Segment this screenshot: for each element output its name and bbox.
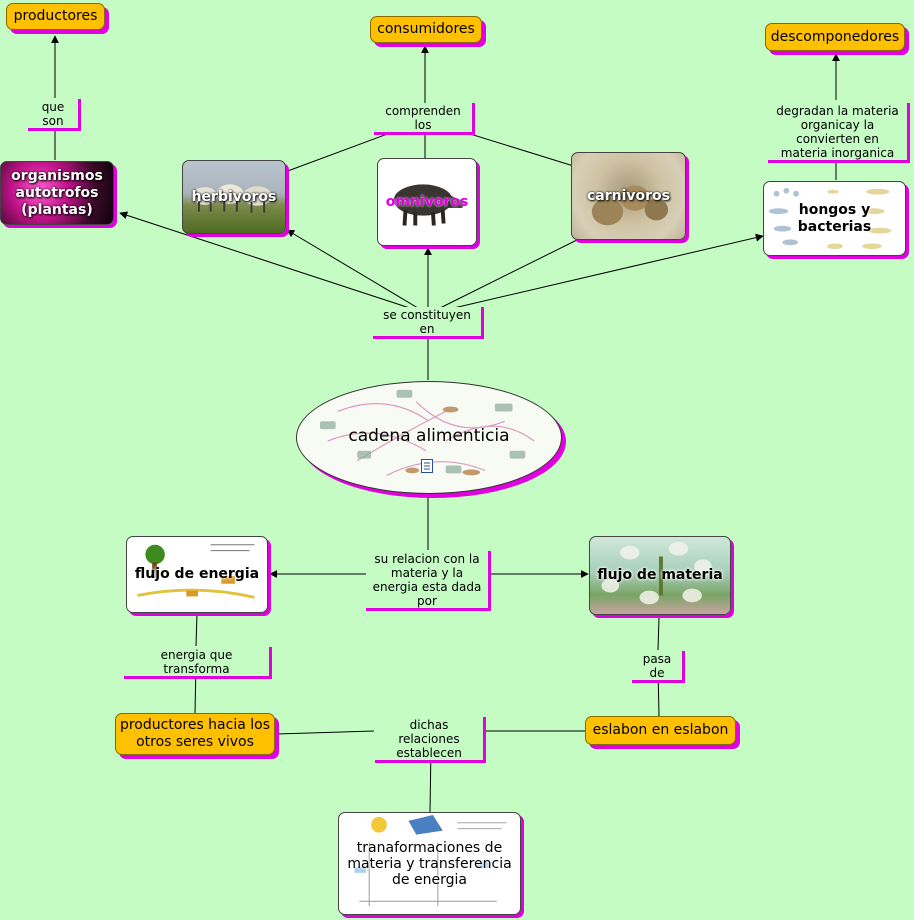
transformations-illustration bbox=[354, 814, 507, 907]
flujo-energia-label: flujo de energia bbox=[134, 566, 260, 582]
consumidores-node[interactable]: consumidores bbox=[370, 16, 482, 43]
food-web-illustration bbox=[319, 389, 535, 476]
central-title: cadena alimenticia bbox=[348, 426, 510, 446]
productores-hacia-node[interactable]: productores hacia los otros seres vivos bbox=[115, 713, 275, 755]
boar-image bbox=[393, 184, 467, 226]
flujo-de-materia-node[interactable]: flujo de materia bbox=[589, 536, 731, 615]
link-label-su-relacion: su relacion con la materia y la energia … bbox=[366, 551, 491, 611]
hongos-label: hongos y bacterias bbox=[797, 201, 872, 235]
matter-flow-illustration bbox=[601, 541, 712, 605]
link-label-dichas-relaciones: dichas relaciones establecen bbox=[375, 717, 486, 763]
energy-flow-illustration bbox=[137, 544, 255, 599]
herbivoros-label: herbivoros bbox=[191, 188, 277, 205]
link-label-pasa-de: pasa de bbox=[632, 651, 685, 683]
note-icon[interactable] bbox=[421, 459, 433, 473]
sheep-image bbox=[192, 184, 272, 213]
omnivoros-label: omnivoros bbox=[385, 193, 469, 210]
link-label-se-constituyen: se constituyen en bbox=[373, 307, 484, 339]
descomponedores-node[interactable]: descomponedores bbox=[765, 23, 905, 51]
transformaciones-label: tranaformaciones de materia y transferen… bbox=[347, 839, 512, 888]
cadena-alimenticia-node[interactable]: cadena alimenticia bbox=[296, 381, 562, 494]
lion-cubs-image bbox=[591, 185, 669, 226]
link-label-energia-transforma: energia que transforma bbox=[124, 647, 272, 679]
bacteria-illustration bbox=[768, 187, 892, 250]
organismos-label: organismos autotrofos (plantas) bbox=[11, 167, 103, 218]
carnivoros-node[interactable]: carnivoros bbox=[571, 152, 686, 240]
omnivoros-node[interactable]: omnivoros bbox=[377, 158, 477, 246]
productores-node[interactable]: productores bbox=[6, 3, 105, 30]
organismos-autotrofos-node[interactable]: organismos autotrofos (plantas) bbox=[0, 161, 114, 225]
link-label-degradan: degradan la materia organicay la convier… bbox=[768, 103, 910, 163]
flujo-materia-label: flujo de materia bbox=[597, 567, 723, 583]
link-label-comprenden-los: comprenden los bbox=[374, 103, 475, 135]
eslabon-node[interactable]: eslabon en eslabon bbox=[585, 716, 736, 745]
carnivoros-label: carnivoros bbox=[586, 187, 670, 204]
transformaciones-node[interactable]: tranaformaciones de materia y transferen… bbox=[338, 812, 521, 915]
link-label-que-son: que son bbox=[28, 99, 81, 131]
herbivoros-node[interactable]: herbivoros bbox=[182, 160, 286, 234]
flujo-de-energia-node[interactable]: flujo de energia bbox=[126, 536, 268, 613]
hongos-bacterias-node[interactable]: hongos y bacterias bbox=[763, 181, 906, 256]
